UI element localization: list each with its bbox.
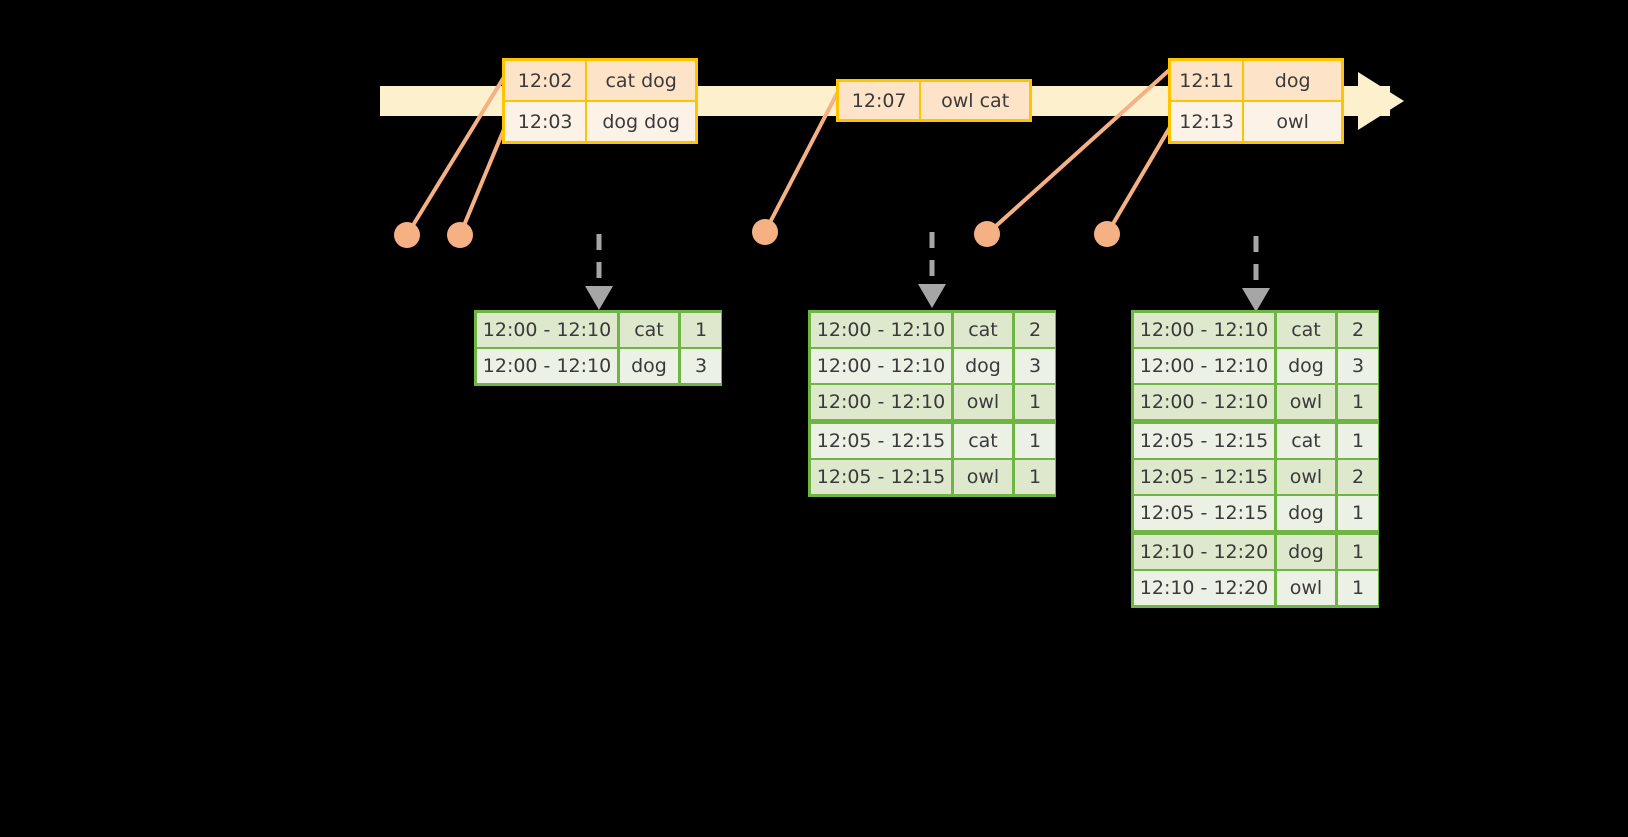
marker-dot-1213 [1094, 221, 1120, 247]
event-words: dog [1244, 61, 1341, 100]
cell-window: 12:00 - 12:10 [811, 385, 951, 419]
cell-count: 1 [1015, 424, 1055, 458]
cell-word: owl [954, 385, 1012, 419]
event-row[interactable]: 12:02 cat dog [505, 61, 695, 100]
cell-word: dog [1277, 535, 1335, 569]
cell-word: owl [954, 460, 1012, 494]
event-words: owl cat [921, 82, 1029, 119]
event-box-1[interactable]: 12:02 cat dog 12:03 dog dog [502, 58, 698, 144]
event-time: 12:07 [839, 82, 922, 119]
cell-count: 3 [1338, 349, 1378, 383]
event-words: cat dog [587, 61, 695, 100]
cell-word: dog [1277, 349, 1335, 383]
cell-word: dog [620, 349, 678, 383]
cell-window: 12:00 - 12:10 [1134, 313, 1274, 347]
timeline-arrowhead-icon [1358, 72, 1404, 130]
cell-count: 1 [1015, 460, 1055, 494]
event-words: owl [1244, 102, 1341, 141]
cell-count: 2 [1338, 313, 1378, 347]
cell-window: 12:05 - 12:15 [811, 424, 951, 458]
emit-arrow-head-2 [918, 284, 946, 308]
cell-window: 12:05 - 12:15 [811, 460, 951, 494]
marker-dot-1207 [752, 219, 778, 245]
cell-word: dog [954, 349, 1012, 383]
event-row[interactable]: 12:11 dog [1171, 61, 1341, 100]
cell-count: 3 [681, 349, 721, 383]
cell-count: 1 [1338, 535, 1378, 569]
cell-window: 12:05 - 12:15 [1134, 424, 1274, 458]
cell-word: owl [1277, 460, 1335, 494]
connector-line-1203 [458, 121, 509, 236]
cell-window: 12:10 - 12:20 [1134, 535, 1274, 569]
event-box-2[interactable]: 12:07 owl cat [836, 79, 1032, 122]
cell-count: 2 [1338, 460, 1378, 494]
cell-word: cat [620, 313, 678, 347]
cell-window: 12:05 - 12:15 [1134, 460, 1274, 494]
marker-dot-1211 [974, 221, 1000, 247]
cell-window: 12:00 - 12:10 [1134, 349, 1274, 383]
cell-window: 12:00 - 12:10 [811, 313, 951, 347]
cell-word: dog [1277, 496, 1335, 530]
emit-arrow-head-3 [1242, 288, 1270, 312]
marker-dot-1203 [447, 222, 473, 248]
cell-word: owl [1277, 385, 1335, 419]
event-time: 12:03 [505, 102, 588, 141]
cell-window: 12:00 - 12:10 [811, 349, 951, 383]
event-time: 12:02 [505, 61, 588, 100]
event-row[interactable]: 12:13 owl [1171, 100, 1341, 141]
cell-count: 1 [681, 313, 721, 347]
cell-window: 12:10 - 12:20 [1134, 571, 1274, 605]
cell-word: cat [1277, 424, 1335, 458]
cell-count: 2 [1015, 313, 1055, 347]
cell-word: cat [954, 313, 1012, 347]
event-row[interactable]: 12:03 dog dog [505, 100, 695, 141]
cell-word: owl [1277, 571, 1335, 605]
event-words: dog dog [587, 102, 695, 141]
connector-line-1213 [1105, 120, 1175, 236]
cell-window: 12:00 - 12:10 [477, 313, 617, 347]
marker-dot-1202 [394, 222, 420, 248]
cell-count: 1 [1015, 385, 1055, 419]
cell-word: cat [1277, 313, 1335, 347]
cell-window: 12:05 - 12:15 [1134, 496, 1274, 530]
cell-window: 12:00 - 12:10 [477, 349, 617, 383]
event-box-3[interactable]: 12:11 dog 12:13 owl [1168, 58, 1344, 144]
event-time: 12:13 [1171, 102, 1245, 141]
cell-count: 1 [1338, 424, 1378, 458]
cell-count: 1 [1338, 496, 1378, 530]
cell-word: cat [954, 424, 1012, 458]
cell-count: 3 [1015, 349, 1055, 383]
cell-count: 1 [1338, 385, 1378, 419]
event-time: 12:11 [1171, 61, 1245, 100]
emit-arrow-head-1 [585, 286, 613, 310]
cell-window: 12:00 - 12:10 [1134, 385, 1274, 419]
cell-count: 1 [1338, 571, 1378, 605]
event-row[interactable]: 12:07 owl cat [839, 82, 1029, 119]
